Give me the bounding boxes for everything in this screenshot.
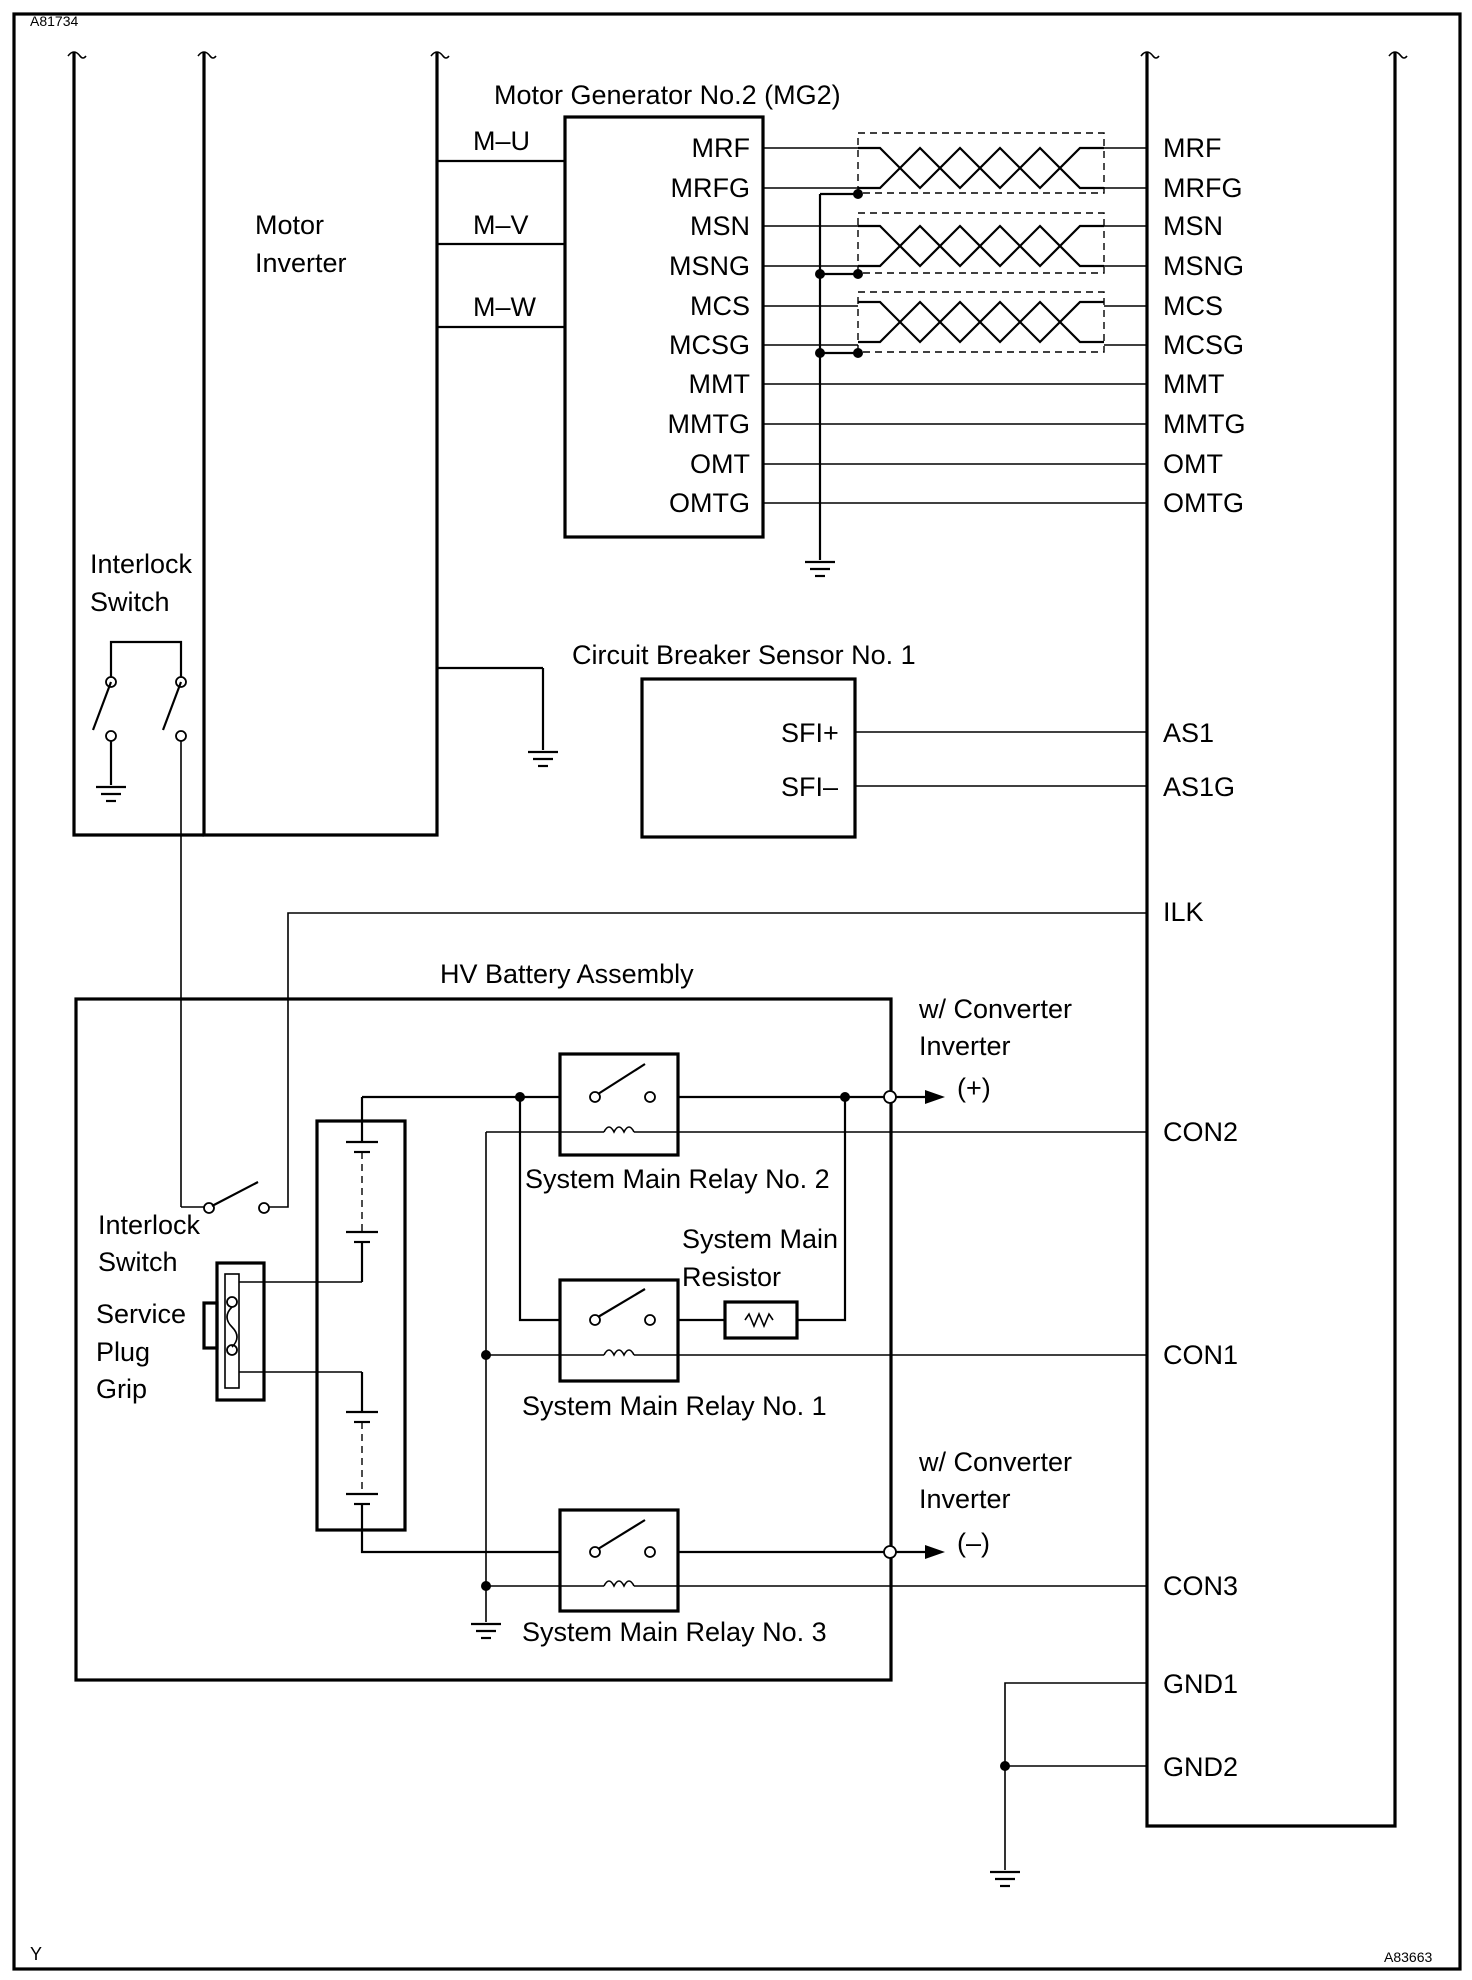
mg2-pin-mrf: MRF	[692, 133, 750, 163]
ecu-pin-msn: MSN	[1163, 211, 1223, 241]
breaker-pin-sfi-plus: SFI+	[781, 718, 839, 748]
interlock-switch-battery: Interlock Switch	[98, 1181, 270, 1277]
interlock-switch-battery-label-1: Interlock	[98, 1210, 201, 1240]
smr2-label: System Main Relay No. 2	[525, 1164, 830, 1194]
mg2-pin-omtg: OMTG	[669, 488, 750, 518]
ilk-circuit: ILK	[264, 897, 1204, 1208]
ecu-pin-mmt: MMT	[1163, 369, 1224, 399]
conv-neg-label-2: Inverter	[919, 1484, 1011, 1514]
interlock-switch-top-label-1: Interlock	[90, 549, 193, 579]
ecu-pin-con1: CON1	[1163, 1340, 1238, 1370]
circuit-breaker-sensor: Circuit Breaker Sensor No. 1 SFI+ SFI– A…	[572, 640, 1235, 839]
conv-pos-label-2: Inverter	[919, 1031, 1011, 1061]
resistor-label-2: Resistor	[682, 1262, 781, 1292]
service-plug-label-3: Grip	[96, 1374, 147, 1404]
mg2-pin-msng: MSNG	[669, 251, 750, 281]
twisted-pair-shields	[803, 132, 1105, 578]
mg2-pin-mmtg: MMTG	[668, 409, 750, 439]
mg2-signal-wires	[763, 147, 1147, 504]
conv-pos-terminal: (+)	[957, 1073, 991, 1103]
ecu-pin-gnd2: GND2	[1163, 1752, 1238, 1782]
motor-inverter-label-2: Inverter	[255, 248, 347, 278]
figure-code-top-left: A81734	[30, 13, 78, 29]
page-frame	[12, 12, 1462, 1971]
figure-code-bottom-right: A83663	[1384, 1949, 1432, 1965]
ecu-pin-as1: AS1	[1163, 718, 1214, 748]
hv-battery-assembly: HV Battery Assembly	[74, 959, 893, 1682]
conv-neg-terminal: (–)	[957, 1528, 990, 1558]
breaker-pin-sfi-minus: SFI–	[781, 772, 838, 802]
hv-battery-label: HV Battery Assembly	[440, 959, 694, 989]
ecu-pin-as1g: AS1G	[1163, 772, 1235, 802]
ecu-pin-con3: CON3	[1163, 1571, 1238, 1601]
terminal-m-v: M–V	[473, 210, 529, 240]
mg2-pin-omt: OMT	[690, 449, 750, 479]
ecu-mg2-pin-labels: MRF MRFG MSN MSNG MCS MCSG MMT MMTG OMT OMTG	[1163, 133, 1245, 518]
ecu-pin-gnd1: GND1	[1163, 1669, 1238, 1699]
terminal-m-u: M–U	[473, 126, 530, 156]
inverter-terminals: M–U M–V M–W	[437, 126, 565, 768]
relay-coil-wiring: CON2 CON1 CON3	[469, 1117, 1238, 1640]
circuit-breaker-label: Circuit Breaker Sensor No. 1	[572, 640, 916, 670]
figure-code-bottom-left: Y	[30, 1944, 42, 1964]
mg2-pin-mcsg: MCSG	[669, 330, 750, 360]
motor-inverter-assembly: Motor Inverter	[67, 51, 450, 837]
resistor-label-1: System Main	[682, 1224, 838, 1254]
ecu-pin-mcsg: MCSG	[1163, 330, 1244, 360]
ecu-pin-con2: CON2	[1163, 1117, 1238, 1147]
ecu-pin-mrf: MRF	[1163, 133, 1221, 163]
conv-neg-label-1: w/ Converter	[918, 1447, 1072, 1477]
positive-rail: (+) w/ Converter Inverter	[362, 994, 1072, 1322]
smr1-label: System Main Relay No. 1	[522, 1391, 827, 1421]
conv-pos-label-1: w/ Converter	[918, 994, 1072, 1024]
ecu-outline	[1140, 51, 1408, 1828]
ecu-pin-mcs: MCS	[1163, 291, 1223, 321]
ecu-pin-msng: MSNG	[1163, 251, 1244, 281]
interlock-switch-battery-label-2: Switch	[98, 1247, 178, 1277]
system-main-relay-3: System Main Relay No. 3	[522, 1508, 827, 1647]
interlock-switch-top: Interlock Switch	[90, 549, 193, 1206]
interlock-switch-top-label-2: Switch	[90, 587, 170, 617]
negative-rail: (–) w/ Converter Inverter	[678, 1447, 1072, 1559]
hv-battery-cells	[315, 1097, 560, 1554]
ecu-pin-mrfg: MRFG	[1163, 173, 1242, 203]
mg2-pin-mmt: MMT	[689, 369, 750, 399]
ecu-pin-ilk: ILK	[1163, 897, 1204, 927]
ecu-grounds: GND1 GND2	[988, 1669, 1238, 1888]
ecu-pin-mmtg: MMTG	[1163, 409, 1245, 439]
smr3-label: System Main Relay No. 3	[522, 1617, 827, 1647]
motor-inverter-label-1: Motor	[255, 210, 324, 240]
mg2-pin-msn: MSN	[690, 211, 750, 241]
terminal-m-w: M–W	[473, 292, 537, 322]
mg2-label: Motor Generator No.2 (MG2)	[494, 80, 841, 110]
ecu-pin-omt: OMT	[1163, 449, 1223, 479]
system-main-resistor: System Main Resistor	[678, 1224, 838, 1340]
service-plug-label-1: Service	[96, 1299, 186, 1329]
service-plug-grip: Service Plug Grip	[96, 1261, 362, 1404]
mg2-pin-mrfg: MRFG	[671, 173, 750, 203]
system-main-relay-2: System Main Relay No. 2	[525, 1052, 830, 1194]
mg2-pin-labels: MRF MRFG MSN MSNG MCS MCSG MMT MMTG OMT OMTG	[668, 133, 750, 518]
service-plug-label-2: Plug	[96, 1337, 150, 1367]
system-main-relay-1: System Main Relay No. 1	[522, 1278, 827, 1421]
mg2-box: Motor Generator No.2 (MG2)	[494, 80, 841, 539]
mg2-pin-mcs: MCS	[690, 291, 750, 321]
ecu-pin-omtg: OMTG	[1163, 488, 1244, 518]
